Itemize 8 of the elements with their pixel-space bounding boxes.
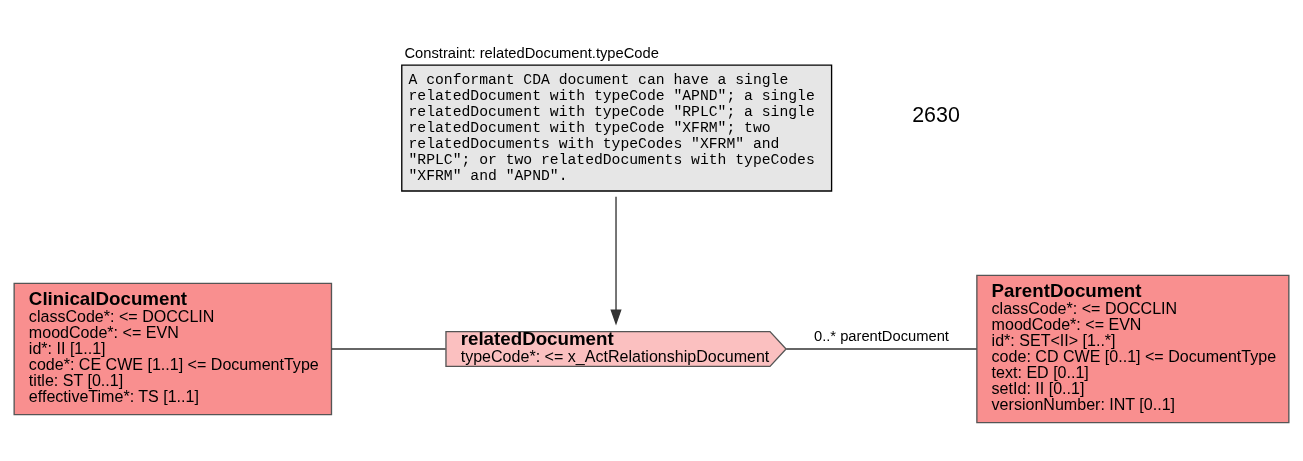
arrow <box>610 196 622 326</box>
edge-label: 0..* parentDocument <box>813 327 949 344</box>
node-box: ParentDocument classCode*: <= DOCCLIN moodCode*: <= EVN id*: SET<II> [1..*] code: CD CWE [0..1] <= DocumentType text: ED [0..1] setId: II [0..1] versionNumber: INT [0..1] <box>976 274 1290 424</box>
label: 2630 <box>912 103 960 128</box>
connector <box>785 348 978 350</box>
connector <box>331 348 447 350</box>
node-box: ClinicalDocument classCode*: <= DOCCLIN moodCode*: <= EVN id*: II [1..1] code*: CE CWE [1..1] <= DocumentType title: ST [0..1] effectiveTime*: TS [1..1] <box>13 282 333 416</box>
node-label: Constraint: relatedDocument.typeCode <box>404 45 659 62</box>
